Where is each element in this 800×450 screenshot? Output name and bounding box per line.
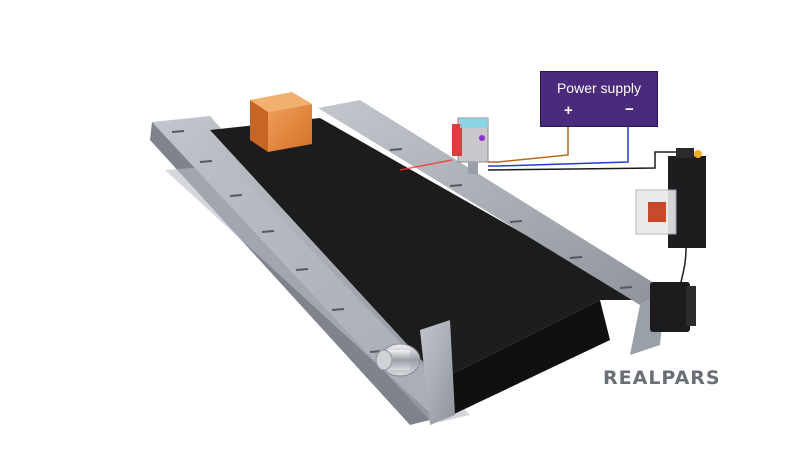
motor [650,282,696,332]
power-supply-title: Power supply [556,80,642,96]
wire-positive [488,120,569,163]
power-supply-minus-terminal: − [625,101,634,118]
power-supply-plus-terminal: + [564,102,573,119]
laser-beam [399,159,453,171]
photoelectric-sensor [399,117,489,174]
cardboard-box [250,92,312,152]
belt-front-fold [440,300,610,415]
realpars-logo: REALPARS [603,367,721,389]
relay [635,148,706,291]
wire-signal [487,151,690,171]
front-roller [375,320,455,425]
power-supply-box: Power supply + − [540,71,658,127]
conveyor-belt [210,118,640,380]
wire-negative [488,120,629,167]
